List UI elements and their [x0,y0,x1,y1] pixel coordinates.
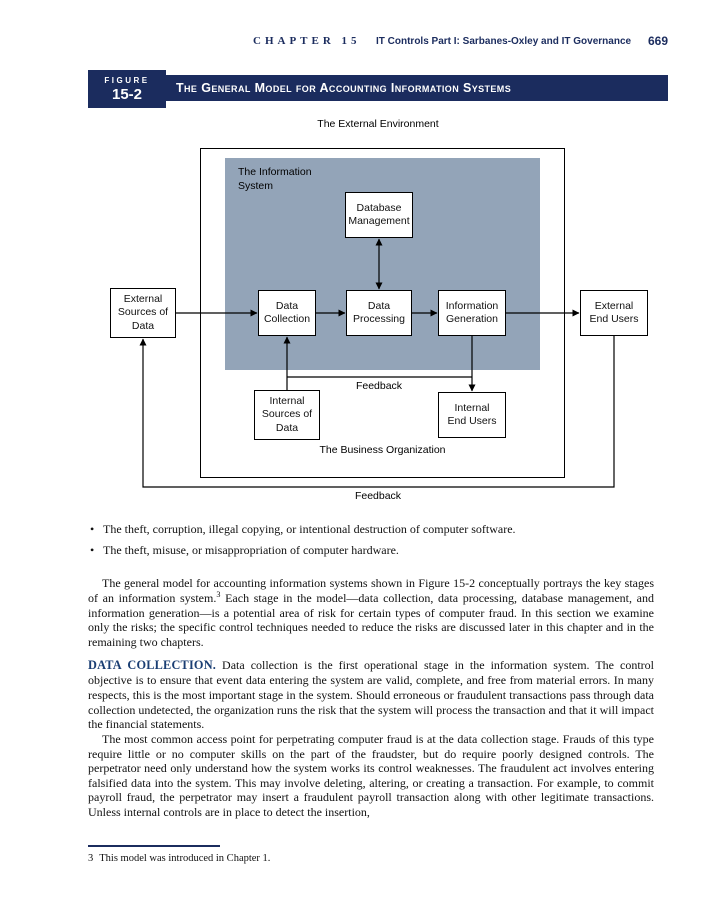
chapter-label: CHAPTER 15 [253,35,361,47]
data-collection-heading: DATA COLLECTION. [88,658,217,673]
figure-label: FIGURE [104,76,150,85]
paragraph-access-point: The most common access point for perpetr… [88,732,654,820]
figure-label-box: FIGURE 15-2 [88,70,166,108]
box-database-management: Database Management [345,192,413,238]
box-internal-end-users: Internal End Users [438,392,506,438]
footnote-rule [88,845,220,847]
box-data-collection: Data Collection [258,290,316,336]
box-external-end-users: External End Users [580,290,648,336]
paragraph-data-collection: DATA COLLECTION. Data collection is the … [88,658,654,732]
footnote-reference: 3 [216,589,221,599]
footnote-marker: 3 [88,853,94,864]
page-number: 669 [648,34,669,48]
bullet-text: The theft, misuse, or misappropriation o… [103,542,399,557]
figure-number: 15-2 [111,86,143,103]
footnote-body: This model was introduced in Chapter 1. [99,853,271,864]
feedback-label-outer: Feedback [354,490,402,502]
paragraph-text: The general model for accounting informa… [88,576,654,605]
body-text: The theft, corruption, illegal copying, … [88,522,654,880]
paragraph-text: Data collection is the first operational… [88,658,654,732]
box-external-sources-of-data: External Sources of Data [110,288,176,338]
paragraph-text: The most common access point for perpetr… [88,731,654,819]
paragraph-general-model: The general model for accounting informa… [88,576,654,649]
figure-title-bar: The General Model for Accounting Informa… [166,75,668,101]
feedback-label-inner: Feedback [355,380,403,392]
bullet-text: The theft, corruption, illegal copying, … [103,522,516,536]
external-environment-label: The External Environment [317,118,439,130]
bullet-item: The theft, corruption, illegal copying, … [88,522,654,537]
box-internal-sources-of-data: Internal Sources of Data [254,390,320,440]
bullet-item: The theft, misuse, or misappropriation o… [88,543,654,558]
box-data-processing: Data Processing [346,290,412,336]
business-organization-label: The Business Organization [319,444,446,456]
footnote: 3 This model was introduced in Chapter 1. [88,845,654,880]
figure-title: The General Model for Accounting Informa… [176,81,512,95]
ais-general-model-diagram: The External Environment The Information… [88,108,668,512]
information-system-label: The Information System [238,166,312,192]
paragraph-text: Each stage in the model—data collection,… [88,590,655,649]
footnote-text: 3 This model was introduced in Chapter 1. [88,853,654,864]
box-information-generation: Information Generation [438,290,506,336]
running-head-title: IT Controls Part I: Sarbanes-Oxley and I… [376,36,632,47]
